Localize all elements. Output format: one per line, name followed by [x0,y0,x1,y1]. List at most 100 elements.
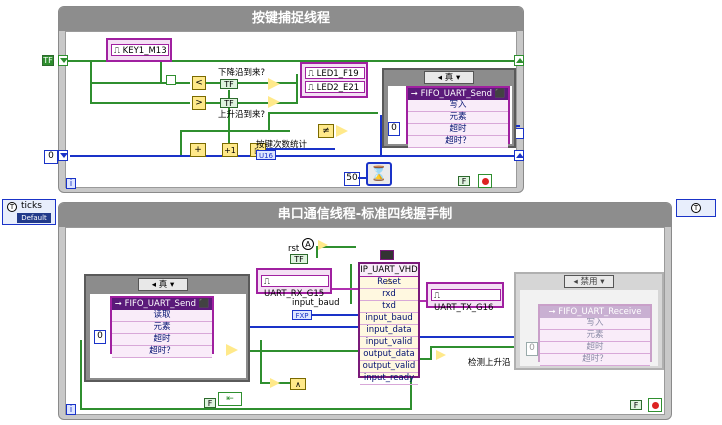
fifo-row-element[interactable]: 元素 [408,112,508,124]
key-io-node[interactable]: ⎍ KEY1_M13 [106,38,172,62]
count-label: 按键次数统计 [256,140,308,150]
top-case-selector[interactable]: ◂ 真 ▾ [424,71,474,84]
uart-loop-title: 串口通信线程-标准四线握手制 [59,203,671,227]
not-gate-2[interactable] [268,96,282,108]
io-wave-icon: ⎍ [308,69,317,79]
rst-shared-variable[interactable]: A [302,238,314,250]
warning-icon: ⚠ [385,277,393,287]
compare-gate-1[interactable]: < [192,76,206,90]
disabled-timeout-constant[interactable]: 0 [526,342,538,356]
fifo-send-node[interactable]: ➞ FIFO_UART_Send ⬛ 写入 元素 超时 超时？ [406,86,510,148]
bottom-not-gate[interactable] [226,344,240,356]
case-selector-value: 真 [444,73,454,83]
left-tunnel-count[interactable] [58,150,68,161]
ip-row-input-data[interactable]: input_data [360,325,418,337]
chevron-left-icon[interactable]: ◂ [437,73,443,83]
fifo-receive-node[interactable]: ➞ FIFO_UART_Receive 写入 元素 超时 超时？ [538,304,652,366]
fifo-receive-row-element[interactable]: 元素 [540,330,650,342]
ip-row-output-valid[interactable]: output_valid [360,361,418,373]
bottom-fifo-send-node[interactable]: ➞ FIFO_UART_Send ⬛ 读取 元素 超时 超时？ [110,296,214,358]
edge-detect-label: 检测上升沿 [468,358,511,368]
fifo-arrow-icon: ➞ [114,299,125,309]
chevron-down-icon[interactable]: ▾ [455,73,461,83]
ip-row-input-baud[interactable]: input_baud [360,313,418,325]
bottom-stop-constant-left[interactable]: F [204,398,216,408]
key-capture-loop-title: 按键捕捉线程 [59,7,523,31]
rst-label: rst [288,244,300,254]
input-baud-label: input_baud [292,298,340,308]
fifo-row-timeout[interactable]: 超时 [408,124,508,136]
default-tag: Default [17,213,51,223]
count-init-constant[interactable]: 0 [44,150,58,164]
count-indicator[interactable]: U16 [256,150,276,160]
bottom-stop-constant[interactable]: F [630,400,642,410]
bottom-timeout-constant[interactable]: 0 [94,330,106,344]
falling-bool-indicator[interactable]: TF [220,79,238,89]
fifo-row-timedout[interactable]: 超时？ [408,136,508,148]
and-node[interactable] [336,125,350,137]
ip-row-input-valid[interactable]: input_valid [360,337,418,349]
not-equal-node[interactable]: ≠ [318,124,334,138]
fifo-send-title: FIFO_UART_Send [420,89,492,99]
bottom-small-node[interactable] [270,378,282,388]
fifo-receive-row-timeout[interactable]: 超时 [540,342,650,354]
led-io-node[interactable]: ⎍ LED1_F19 ⎍ LED2_E21 [300,62,368,98]
fifo-receive-row-write[interactable]: 写入 [540,318,650,330]
wait-ms-constant[interactable]: 50 [344,172,360,186]
ip-row-output-data[interactable]: output_data [360,349,418,361]
edge-detect-node[interactable] [436,350,450,360]
disabled-case-value: 禁用 [580,277,598,287]
shared-variable-icon: T [691,203,701,213]
bottom-and-node[interactable]: ∧ [290,378,306,390]
timeout-constant[interactable]: 0 [388,122,400,136]
chevron-down-icon[interactable]: ▾ [600,277,605,287]
feedback-register-icon[interactable]: ⇤ [218,392,242,406]
left-tunnel-top[interactable] [58,55,68,66]
ip-row-input-ready[interactable]: input_ready [360,373,418,385]
ip-row-txd[interactable]: txd [360,301,418,313]
bottom-case-selector[interactable]: ◂ 真 ▾ [138,278,188,291]
ip-chip-icon [380,250,394,260]
led2-label: LED2_E21 [316,83,360,93]
rising-bool-indicator[interactable]: TF [220,98,238,108]
rst-bool-indicator[interactable]: TF [290,254,308,264]
disabled-case-selector[interactable]: ◂ 禁用 ▾ [564,275,614,288]
io-wave-icon: ⎍ [434,291,440,301]
feedback-node[interactable] [166,75,176,85]
rx-io-node[interactable]: ⎍ UART_RX_G15 [256,268,332,299]
io-wave-icon: ⎍ [308,83,317,93]
fifo-receive-row-timedout[interactable]: 超时？ [540,354,650,366]
key-channel-label: KEY1_M13 [122,46,167,56]
fifo-chip-icon: ⬛ [491,89,506,99]
input-baud-indicator[interactable]: FXP [292,310,312,320]
fifo-row-timeout[interactable]: 超时 [112,334,212,346]
tx-io-node[interactable]: ⎍ UART_TX_G16 [426,282,504,313]
fifo-row-element[interactable]: 元素 [112,322,212,334]
fifo-row-read[interactable]: 读取 [112,310,212,322]
fifo-chip-icon: ⬛ [195,299,210,309]
led1-label: LED1_F19 [316,69,359,79]
right-tunnel-top[interactable] [514,55,524,66]
rst-not-node[interactable] [318,240,330,250]
right-tunnel-top2[interactable] [514,150,524,161]
increment-node[interactable]: + [190,143,206,157]
top-stop-constant[interactable]: F [458,176,470,186]
bottom-fifo-send-title: FIFO_UART_Send [124,299,196,309]
fifo-row-write[interactable]: 写入 [408,100,508,112]
shared-bool-in-terminal[interactable]: TF [42,55,54,66]
not-gate-1[interactable] [268,78,282,90]
chevron-left-icon[interactable]: ◂ [573,277,578,287]
ip-row-reset[interactable]: Reset [360,277,418,289]
ip-uart-node[interactable]: IP_UART_VHD ⚠ Reset rxd txd input_baud i… [358,262,420,385]
ticks-terminal[interactable]: T [676,199,716,217]
stop-icon[interactable] [478,174,492,188]
stop-icon[interactable] [648,398,662,412]
ip-row-rxd[interactable]: rxd [360,289,418,301]
compare-gate-2[interactable]: > [192,96,206,110]
chevron-left-icon[interactable]: ◂ [151,280,157,290]
chevron-down-icon[interactable]: ▾ [169,280,175,290]
wait-timer-icon[interactable]: ⌛ [366,162,392,186]
fifo-row-timedout[interactable]: 超时？ [112,346,212,358]
select-node[interactable]: +1 [222,143,238,157]
ticks-shared-variable[interactable]: T ticks Default [2,199,56,225]
